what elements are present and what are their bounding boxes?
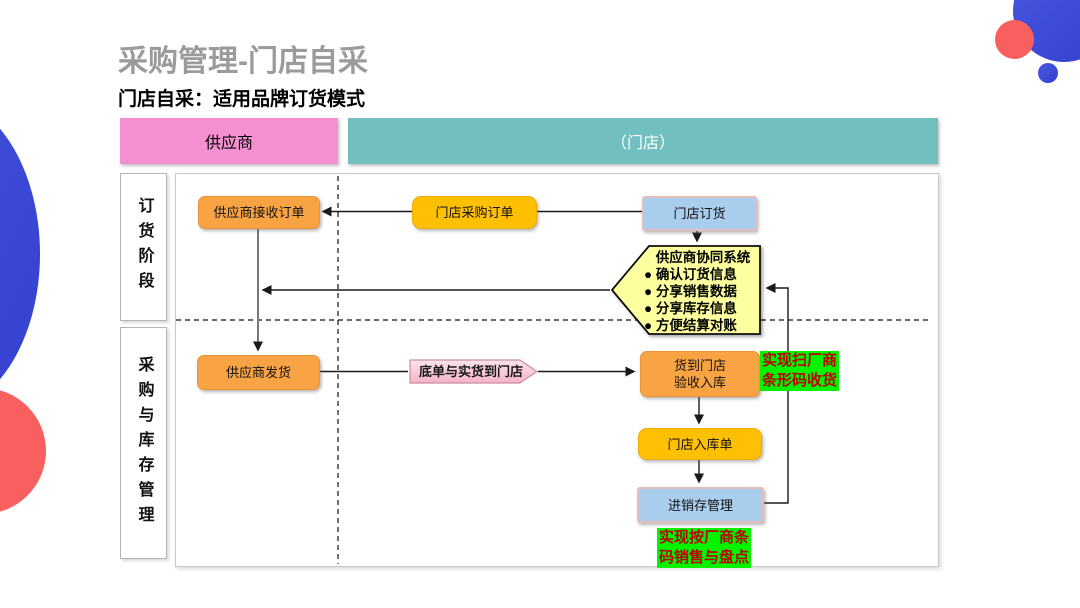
collab-bullet-4: ● 方便结算对账: [644, 318, 737, 333]
stage-label-procurement: 采购与库存管理: [120, 327, 167, 559]
decor-blue-circle-bottom-left: [0, 96, 40, 412]
stage-label-ordering: 订货阶段: [120, 173, 167, 321]
decor-red-circle-top-right: [995, 20, 1034, 59]
node-inventory-management: 进销存管理: [637, 487, 764, 523]
page-title: 采购管理-门店自采: [118, 45, 368, 78]
decor-blue-dot-top-right: [1038, 63, 1058, 83]
goods-arrive-line2: 验收入库: [673, 375, 726, 390]
annotation-line: 码销售与盘点: [657, 548, 752, 568]
node-store-inbound-order: 门店入库单: [638, 428, 762, 460]
annotation-scan-barcode-receive: 实现扫厂商 条形码收货: [760, 351, 840, 391]
annotation-line: 实现扫厂商: [760, 351, 840, 371]
collab-bullet-2: ● 分享销售数据: [644, 284, 737, 299]
collab-bullet-1: ● 确认订货信息: [644, 267, 737, 282]
lane-header-store: （门店）: [348, 118, 938, 164]
lane-header-supplier: 供应商: [120, 118, 338, 164]
decor-red-circle-bottom-left: [0, 388, 46, 514]
node-supplier-receive-order: 供应商接收订单: [198, 196, 320, 229]
node-goods-arrive: 货到门店 验收入库: [640, 351, 760, 397]
collab-bullet-3: ● 分享库存信息: [644, 301, 737, 316]
annotation-line: 条形码收货: [760, 371, 840, 391]
node-store-purchase-order: 门店采购订单: [412, 196, 537, 229]
page-subtitle: 门店自采：适用品牌订货模式: [118, 89, 366, 110]
annotation-barcode-sale-stocktake: 实现按厂商条 码销售与盘点: [657, 528, 752, 568]
node-supplier-ship: 供应商发货: [197, 355, 320, 390]
collab-system-text: 供应商协同系统 ● 确认订货信息 ● 分享销售数据 ● 分享库存信息 ● 方便结…: [644, 249, 762, 334]
collab-system-title: 供应商协同系统: [655, 250, 751, 265]
annotation-line: 实现按厂商条: [657, 528, 752, 548]
goods-arrive-line1: 货到门店: [673, 358, 726, 373]
delivery-note-label: 底单与实货到门店: [418, 364, 523, 379]
node-store-order: 门店订货: [642, 196, 757, 231]
